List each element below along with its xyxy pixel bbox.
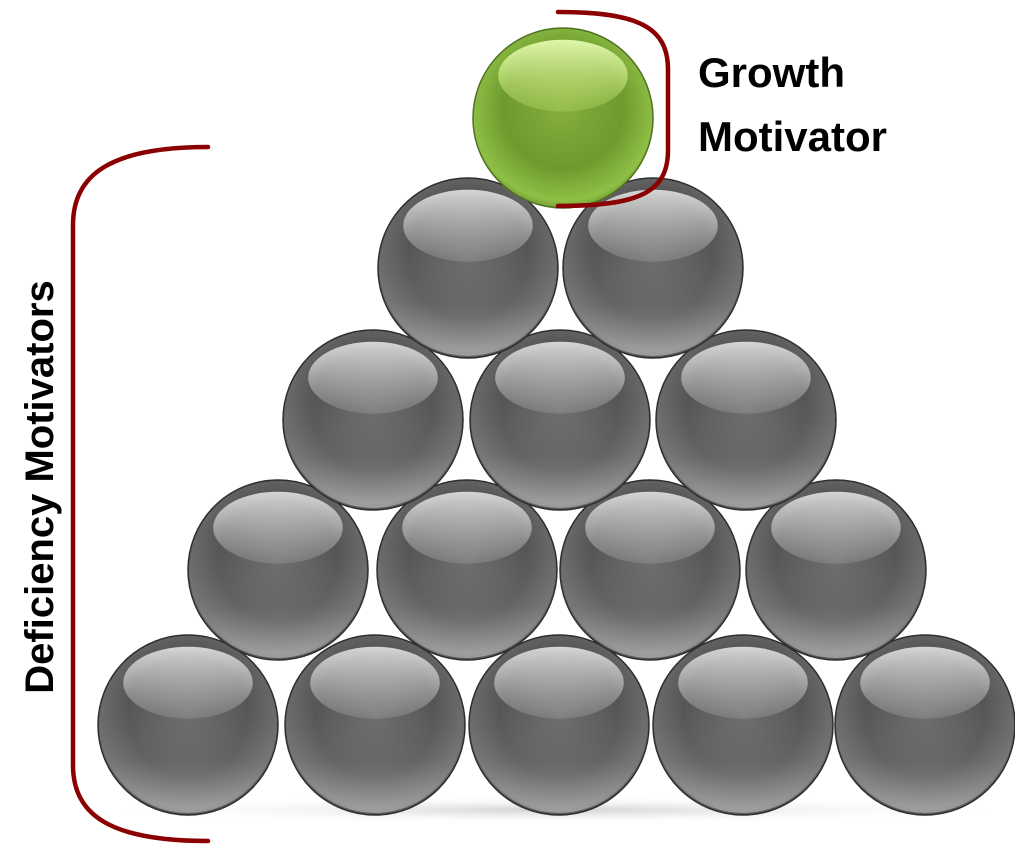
ball-row5-4 [652, 634, 834, 816]
deficiency-bracket [70, 144, 211, 844]
ball-row2-2-highlight [588, 189, 718, 262]
growth-label-line2: Motivator [698, 113, 887, 160]
ball-row3-2-highlight [495, 341, 625, 414]
deficiency-label: Deficiency Motivators [18, 280, 62, 693]
ball-row5-1 [97, 634, 279, 816]
ball-row5-5 [834, 634, 1015, 816]
ball-row2-1-highlight [403, 189, 533, 262]
ball-row5-3 [468, 634, 650, 816]
ball-row3-3-highlight [681, 341, 811, 414]
ball-top-green-highlight [498, 39, 628, 112]
ball-row3-2 [469, 329, 651, 511]
ball-row5-5-highlight [860, 646, 990, 719]
ball-top-green [472, 27, 654, 209]
ball-row5-4-highlight [678, 646, 808, 719]
ball-pyramid [97, 27, 1015, 816]
ball-row5-2 [284, 634, 466, 816]
ball-row2-2 [562, 177, 744, 359]
growth-label-line1: Growth [698, 49, 845, 96]
growth-bracket [555, 9, 671, 209]
ball-row2-1 [377, 177, 559, 359]
ball-row4-1-highlight [213, 491, 343, 564]
ball-row5-1-highlight [123, 646, 253, 719]
ball-row4-2 [376, 479, 558, 661]
ball-row4-4-highlight [771, 491, 901, 564]
ball-row4-3 [559, 479, 741, 661]
ball-row4-4 [745, 479, 927, 661]
ball-row3-1 [282, 329, 464, 511]
ball-row5-3-highlight [494, 646, 624, 719]
ball-row3-3 [655, 329, 837, 511]
ball-row4-1 [187, 479, 369, 661]
ball-row5-2-highlight [310, 646, 440, 719]
ball-row3-1-highlight [308, 341, 438, 414]
ball-row4-2-highlight [402, 491, 532, 564]
ball-row4-3-highlight [585, 491, 715, 564]
